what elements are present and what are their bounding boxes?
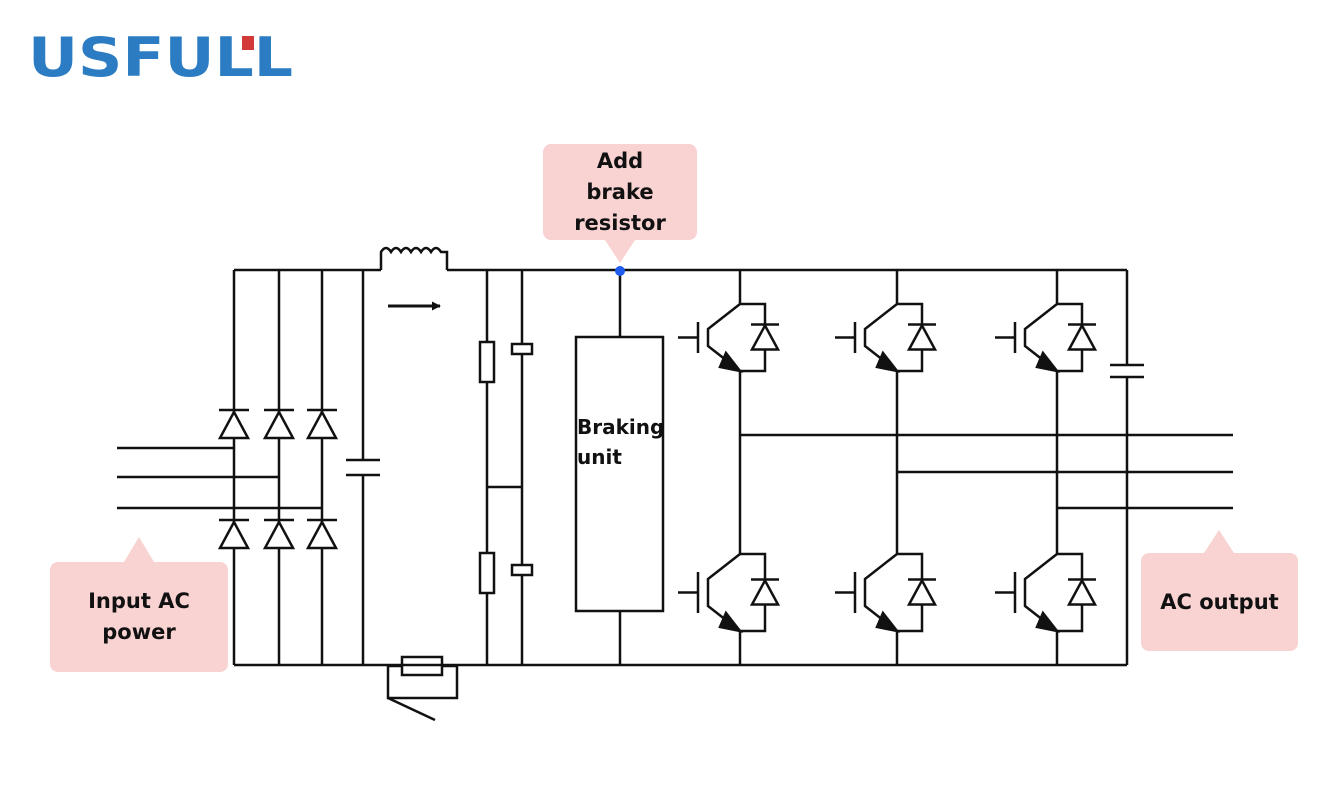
diode <box>305 408 339 440</box>
igbt-module <box>995 270 1098 405</box>
precharge-resistor <box>400 655 444 677</box>
balancing-resistors <box>485 270 522 665</box>
balancing-resistor-bottom <box>478 551 496 595</box>
braking-unit-line2: unit <box>577 445 622 469</box>
cap-top <box>510 342 534 356</box>
cap-bottom <box>510 563 534 577</box>
diode <box>262 408 296 440</box>
diode <box>305 518 339 550</box>
igbt-module <box>995 520 1098 665</box>
callout-add-brake-resistor: Add brake resistor <box>543 144 697 240</box>
dc-link-capacitor <box>346 270 380 665</box>
callout-brake-line1: Add <box>596 148 644 173</box>
dc-reactor <box>379 246 449 270</box>
braking-unit-line1: Braking <box>577 415 665 439</box>
inverter-igbts <box>678 270 1098 665</box>
callout-output-label: AC output <box>1160 589 1279 614</box>
callout-ac-output: AC output <box>1141 553 1298 651</box>
callout-brake-bubble <box>543 144 697 263</box>
precharge-resistor-leads <box>386 664 459 700</box>
callout-brake-line2: brake resistor <box>574 179 666 235</box>
rectifier-diodes <box>217 408 339 550</box>
logo-text: USFULL <box>28 26 293 89</box>
diode <box>217 408 251 440</box>
logo-accent-mark <box>242 36 254 50</box>
callout-input-bubble <box>50 537 228 672</box>
igbt-module <box>678 520 781 665</box>
callout-output-bubble <box>1141 530 1298 651</box>
igbt-module <box>678 270 781 405</box>
igbt-module <box>835 520 938 665</box>
brake-resistor-node <box>615 266 625 276</box>
callout-backgrounds <box>50 144 1298 672</box>
callout-input-label: Input AC power <box>88 589 190 644</box>
balancing-resistor-top <box>478 340 496 384</box>
braking-unit-box <box>574 335 665 613</box>
circuit-wiring <box>117 246 1233 722</box>
diode <box>262 518 296 550</box>
igbt-module <box>835 270 938 405</box>
bypass-switch <box>387 696 436 722</box>
output-capacitor <box>1110 270 1144 665</box>
usfull-logo: USFULL <box>28 26 293 89</box>
braking-unit-label: Braking unit <box>577 412 667 472</box>
diode <box>217 518 251 550</box>
callout-input-ac-power: Input AC power <box>50 562 228 672</box>
